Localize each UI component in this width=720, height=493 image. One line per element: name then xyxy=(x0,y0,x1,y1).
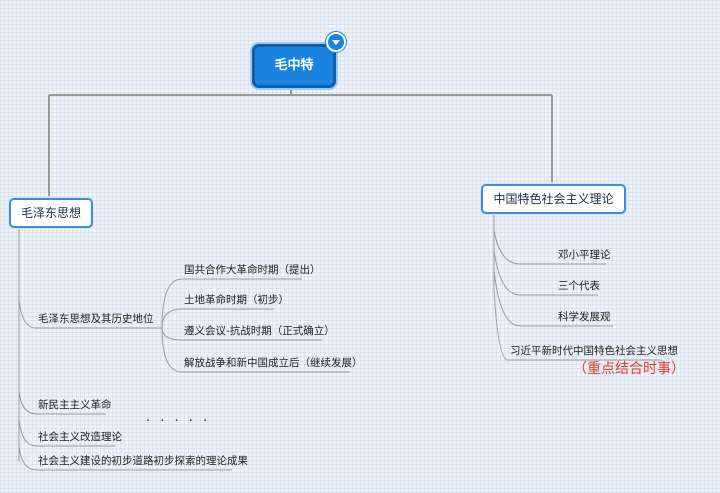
stage-underlines xyxy=(36,278,350,471)
node-deng-theory[interactable]: 邓小平理论 xyxy=(558,249,611,261)
node-socialist-construction[interactable]: 社会主义建设的初步道路初步探索的理论成果 xyxy=(38,455,248,467)
node-three-represents[interactable]: 三个代表 xyxy=(558,280,600,292)
stage-connectors xyxy=(150,278,183,373)
node-position-topic[interactable]: 毛泽东思想及其历史地位 xyxy=(38,313,154,325)
node-xi-thought[interactable]: 习近平新时代中国特色社会主义思想 xyxy=(510,345,678,357)
branch-socialism[interactable]: 中国特色社会主义理论 xyxy=(481,184,626,214)
node-socialist-transformation[interactable]: 社会主义改造理论 xyxy=(38,431,122,443)
node-stage-2[interactable]: 土地革命时期（初步） xyxy=(184,294,289,306)
collapse-toggle-icon[interactable] xyxy=(326,32,346,52)
node-new-democratic-revolution[interactable]: 新民主主义革命 xyxy=(38,399,112,411)
socialism-underlines xyxy=(508,263,662,361)
root-connector xyxy=(48,82,553,196)
socialism-item-connectors xyxy=(493,229,556,361)
root-node[interactable]: 毛中特 xyxy=(252,44,336,88)
highlight-note: （重点结合时事） xyxy=(573,361,685,377)
mao-item-connector xyxy=(18,299,37,471)
node-stage-4[interactable]: 解放战争和新中国成立后（继续发展） xyxy=(184,357,363,369)
node-scientific-development[interactable]: 科学发展观 xyxy=(558,311,611,323)
branch-mao[interactable]: 毛泽东思想 xyxy=(9,198,93,228)
ellipsis-dots: · · · · · xyxy=(146,414,211,429)
node-stage-3[interactable]: 遵义会议-抗战时期（正式确立） xyxy=(184,325,335,337)
node-stage-1[interactable]: 国共合作大革命时期（提出） xyxy=(184,264,321,276)
